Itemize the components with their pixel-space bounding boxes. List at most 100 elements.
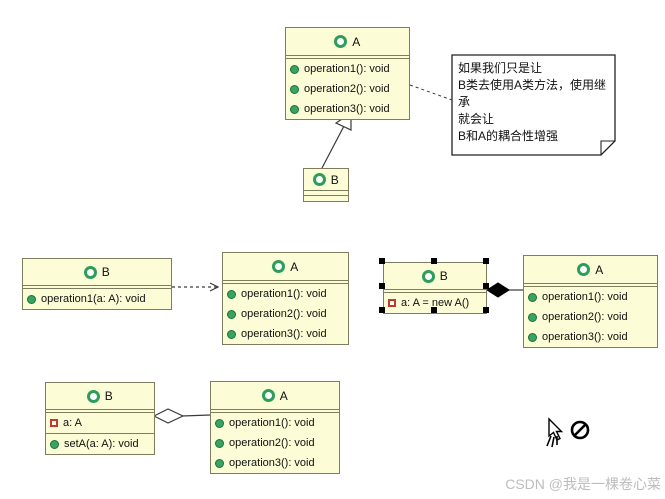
class-box-a-dependency[interactable]: A operation1(): void operation2(): void …	[222, 252, 349, 345]
private-attribute-icon	[388, 299, 396, 307]
selection-handle-se[interactable]	[483, 307, 489, 313]
method-row[interactable]: setA(a: A): void	[46, 434, 154, 454]
public-method-icon	[50, 439, 59, 449]
compartment-separator	[46, 409, 154, 413]
class-header: A	[211, 382, 339, 409]
class-name: B	[330, 172, 340, 187]
uml-note-text[interactable]: 如果我们只是让 B类去使用A类方法，使用继承 就会让 B和A的耦合性增强	[458, 60, 614, 145]
method-row[interactable]: operation1(): void	[223, 284, 348, 304]
selection-handle-n[interactable]	[431, 258, 437, 264]
aggregation-connector[interactable]	[152, 408, 211, 424]
class-box-a-top[interactable]: A operation1(): void operation2(): void …	[285, 27, 410, 120]
public-method-icon	[27, 294, 36, 304]
attribute-row[interactable]: a: A	[46, 413, 154, 433]
class-header: A	[223, 253, 348, 280]
public-method-icon	[227, 329, 236, 339]
class-box-a-aggregation[interactable]: A operation1(): void operation2(): void …	[210, 381, 340, 474]
public-method-icon	[528, 292, 537, 302]
method-label: operation1(): void	[241, 288, 327, 300]
compartment-separator	[46, 433, 154, 434]
class-header: B	[23, 259, 171, 285]
method-label: operation2(): void	[304, 83, 390, 95]
selection-handle-nw[interactable]	[379, 258, 385, 264]
empty-attribute-compartment	[304, 190, 348, 195]
class-header: B	[384, 263, 486, 289]
selection-handle-w[interactable]	[379, 283, 385, 289]
public-method-icon	[215, 438, 224, 448]
class-header: A	[286, 28, 409, 55]
empty-method-compartment	[304, 195, 348, 201]
method-label: operation2(): void	[241, 308, 327, 320]
dependency-connector[interactable]	[172, 282, 220, 292]
class-box-b-composition[interactable]: B a: A = new A()	[383, 262, 487, 314]
method-row[interactable]: operation1(): void	[524, 287, 657, 307]
filled-diamond-icon	[486, 282, 510, 298]
class-name: A	[595, 262, 604, 277]
public-method-icon	[227, 309, 236, 319]
class-header: B	[304, 169, 348, 190]
note-line: B和A的耦合性增强	[458, 129, 559, 143]
composition-connector[interactable]	[486, 282, 523, 298]
method-row[interactable]: operation2(): void	[223, 304, 348, 324]
class-icon	[272, 260, 286, 273]
public-method-icon	[528, 332, 537, 342]
note-line: 就会让	[458, 112, 495, 126]
method-row[interactable]: operation1(): void	[211, 413, 339, 433]
class-name: B	[104, 389, 114, 403]
class-icon	[83, 265, 97, 279]
method-row[interactable]: operation2(): void	[286, 79, 409, 99]
public-method-icon	[290, 64, 299, 74]
class-name: B	[101, 265, 111, 279]
class-box-a-composition[interactable]: A operation1(): void operation2(): void …	[523, 255, 658, 348]
public-method-icon	[215, 458, 224, 468]
selection-handle-s[interactable]	[431, 307, 437, 313]
public-method-icon	[528, 312, 537, 322]
method-label: operation1(): void	[304, 63, 390, 75]
method-row[interactable]: operation3(): void	[524, 327, 657, 347]
note-line: B类去使用A类方法，使用继承	[458, 78, 607, 109]
public-method-icon	[227, 289, 236, 299]
attribute-label: a: A = new A()	[401, 297, 470, 309]
class-icon	[261, 389, 275, 402]
public-method-icon	[290, 84, 299, 94]
class-icon	[577, 263, 591, 276]
class-icon	[86, 389, 100, 403]
private-attribute-icon	[50, 419, 58, 427]
selection-handle-ne[interactable]	[483, 258, 489, 264]
open-arrowhead-icon	[209, 282, 220, 292]
compartment-separator	[223, 280, 348, 284]
method-label: operation3(): void	[241, 328, 327, 340]
class-box-b-child[interactable]: B	[303, 168, 349, 202]
inheritance-connector[interactable]	[321, 111, 352, 169]
class-header: A	[524, 256, 657, 283]
compartment-separator	[384, 289, 486, 293]
method-label: operation1(a: A): void	[41, 293, 146, 305]
method-row[interactable]: operation2(): void	[211, 433, 339, 453]
class-name: A	[290, 259, 299, 274]
selection-handle-e[interactable]	[483, 283, 489, 289]
uml-note-shape[interactable]	[451, 54, 616, 156]
method-row[interactable]: operation2(): void	[524, 307, 657, 327]
method-row[interactable]: operation3(): void	[286, 99, 409, 119]
method-label: operation3(): void	[542, 331, 628, 343]
attribute-row[interactable]: a: A = new A()	[384, 293, 486, 313]
class-name: A	[279, 388, 289, 403]
class-box-b-dependency[interactable]: B operation1(a: A): void	[22, 258, 172, 310]
method-label: operation2(): void	[542, 311, 628, 323]
csdn-watermark: CSDN @我是一棵卷心菜	[505, 476, 661, 492]
deny-cursor-icon	[546, 417, 590, 448]
class-icon	[312, 173, 326, 186]
method-row[interactable]: operation3(): void	[223, 324, 348, 344]
compartment-separator	[524, 283, 657, 287]
method-row[interactable]: operation1(a: A): void	[23, 289, 171, 309]
method-row[interactable]: operation3(): void	[211, 453, 339, 473]
compartment-separator	[23, 285, 171, 289]
public-method-icon	[290, 104, 299, 114]
public-method-icon	[215, 418, 224, 428]
class-box-b-aggregation[interactable]: B a: A setA(a: A): void	[45, 382, 155, 455]
selection-handle-sw[interactable]	[379, 307, 385, 313]
note-anchor-line[interactable]	[409, 84, 453, 101]
method-row[interactable]: operation1(): void	[286, 59, 409, 79]
